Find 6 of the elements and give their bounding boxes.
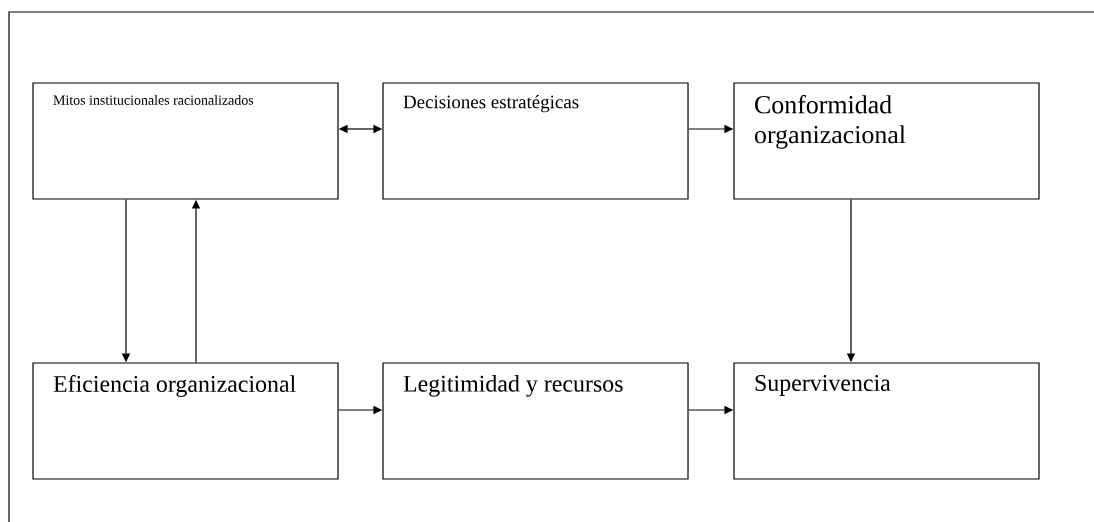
process-box: Conformidad organizacional [733, 82, 1040, 200]
process-box: Eficiencia organizacional [32, 362, 339, 480]
process-box: Supervivencia [733, 362, 1040, 480]
process-box: Mitos institucionales racionalizados [32, 82, 339, 200]
process-box: Legitimidad y recursos [382, 362, 689, 480]
process-box: Decisiones estratégicas [382, 82, 689, 200]
